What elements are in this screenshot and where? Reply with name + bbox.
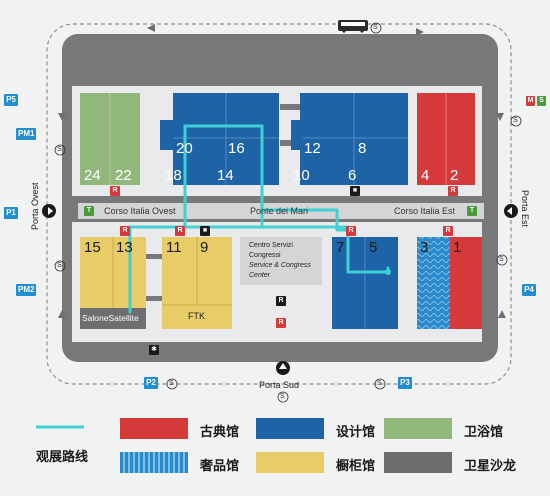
service-center-line: Service & Congress	[249, 262, 311, 269]
hall-1-classic[interactable]	[450, 237, 482, 329]
station-label: S	[373, 24, 378, 31]
legend-swatch-design	[256, 418, 324, 439]
arrow-up-icon	[276, 361, 290, 375]
restaurant-badge: R	[443, 226, 453, 236]
hall-number: 24	[84, 167, 101, 184]
hall-number: 2	[450, 167, 459, 184]
restaurant-badge: R	[276, 318, 286, 328]
gate-pm1[interactable]: PM1	[16, 128, 37, 140]
gate-p3[interactable]: P3	[398, 377, 412, 389]
station-label: S	[513, 117, 518, 124]
gate-p5[interactable]: P5	[4, 94, 18, 106]
connector	[280, 140, 300, 146]
hall-number: 11	[166, 239, 182, 256]
restaurant-badge: R	[110, 186, 120, 196]
hall-number: 10	[293, 167, 310, 184]
hall-number: 16	[228, 140, 245, 157]
ftk-label: FTK	[188, 311, 205, 321]
hall-number: 5	[369, 239, 378, 256]
porta-est-label: Porta Est	[520, 190, 530, 228]
ring-road	[46, 23, 512, 385]
station-label: S	[169, 380, 174, 387]
corridor-west-label: Corso Italia Ovest	[104, 206, 176, 216]
legend-swatch-cabinet	[256, 452, 324, 473]
legend-swatch-luxury	[120, 452, 188, 473]
porta-sud-label: Porta Sud	[259, 380, 300, 390]
station-label: S	[499, 256, 504, 263]
connector	[146, 254, 162, 259]
hall-number: 12	[304, 140, 321, 157]
station-label: S	[280, 393, 285, 400]
gate-p4[interactable]: P4	[522, 284, 536, 296]
legend-swatch-bath	[384, 418, 452, 439]
hall-number: 3	[420, 239, 429, 256]
legend-classic-label: 古典馆	[200, 424, 240, 439]
metro-badge: M	[526, 96, 535, 106]
hall-number: 15	[84, 239, 101, 256]
hall-number: 1	[453, 239, 462, 256]
hall-number: 14	[217, 167, 234, 184]
train-badge: T	[467, 206, 477, 216]
service-point-icon: ■	[350, 186, 360, 196]
hall-number: 18	[165, 167, 182, 184]
legend-route-label: 观展路线	[36, 449, 89, 464]
hall-number: 6	[348, 167, 357, 184]
hall-3-luxury[interactable]	[417, 237, 450, 329]
legend-bath-label: 卫浴馆	[464, 424, 504, 439]
hall-notch	[291, 120, 303, 150]
station-label: S	[57, 146, 62, 153]
bus-icon	[338, 20, 368, 33]
legend-satellite-label: 卫星沙龙	[464, 458, 517, 473]
restaurant-badge: R	[276, 296, 286, 306]
hall-number: 9	[200, 239, 209, 256]
hall-number: 4	[421, 167, 430, 184]
service-center-line: Centro Servizi	[249, 242, 293, 249]
legend-luxury-label: 奢品馆	[200, 458, 240, 473]
salone-satellite-label: SaloneSatellite	[82, 313, 139, 323]
legend-cabinet-label: 橱柜馆	[336, 458, 376, 473]
restaurant-badge: R	[346, 226, 356, 236]
connector	[146, 296, 162, 301]
service-center-line: Center	[249, 272, 271, 279]
service-congress-center[interactable]	[240, 237, 322, 285]
legend-swatch-classic	[120, 418, 188, 439]
legend-design-label: 设计馆	[336, 424, 376, 439]
station-label: S	[57, 262, 62, 269]
station-marks	[54, 22, 522, 403]
corridor-east-label: Corso Italia Est	[394, 206, 456, 216]
arrow-right-icon	[42, 204, 56, 218]
suburban-badge: S	[537, 96, 546, 106]
hall-number: 22	[115, 167, 132, 184]
route-end-dot	[385, 269, 391, 275]
hall-number: 8	[358, 140, 367, 157]
restaurant-badge: R	[175, 226, 185, 236]
restaurant-badge: R	[448, 186, 458, 196]
corridor-center-label: Ponte dei Mari	[250, 206, 309, 216]
hall-number: 13	[116, 239, 133, 256]
service-center-line: Congressi	[249, 252, 281, 259]
train-badge: T	[84, 206, 94, 216]
gate-p2[interactable]: P2	[144, 377, 158, 389]
legend-swatch-satellite	[384, 452, 452, 473]
porta-ovest-label: Porta Ovest	[30, 182, 40, 230]
gate-p1[interactable]: P1	[4, 207, 18, 219]
hall-number: 7	[336, 239, 345, 256]
restaurant-badge: R	[120, 226, 130, 236]
first-aid-icon: ✱	[149, 345, 159, 355]
connector	[280, 104, 300, 110]
ring-arrows	[58, 24, 506, 388]
arrow-left-icon	[504, 204, 518, 218]
gate-pm2[interactable]: PM2	[16, 284, 37, 296]
service-point-icon: ■	[200, 226, 210, 236]
station-label: S	[377, 380, 382, 387]
hall-number: 20	[176, 140, 193, 157]
visit-route-main	[128, 124, 390, 314]
hall-notch	[160, 120, 174, 150]
